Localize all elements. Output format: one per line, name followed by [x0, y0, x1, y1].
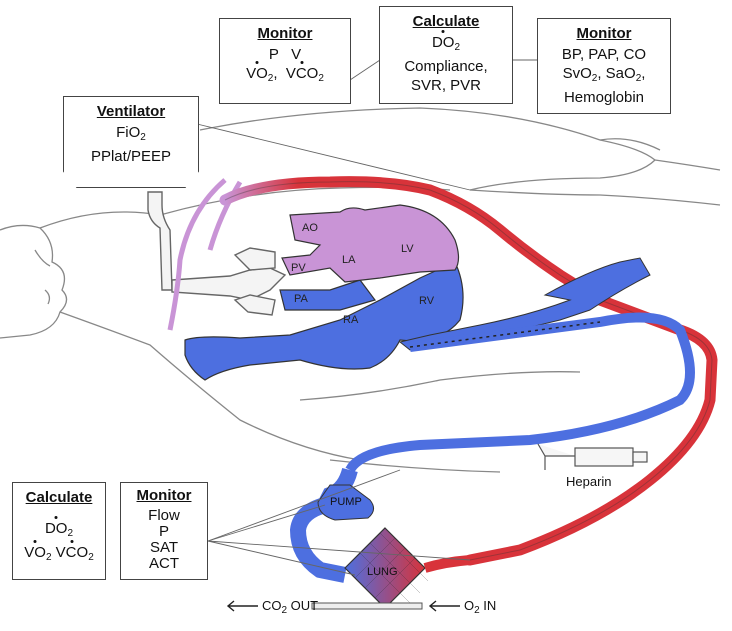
pv-label: PV — [291, 262, 306, 274]
co2-arrow — [226, 600, 258, 612]
vo2-vco2-bottom-label: VO2 VCO2 — [24, 544, 94, 563]
svo2-sao2-label: SvO2, SaO2, — [562, 65, 646, 84]
airway — [147, 191, 287, 316]
pplat-peep-label: PPlat/PEEP — [90, 148, 172, 165]
p-v-label: P V — [268, 46, 302, 63]
lv-label: LV — [401, 243, 414, 255]
calculate-top-box: Calculate DO2 Compliance, SVR, PVR — [379, 6, 513, 104]
monitor-bottom-title: Monitor — [136, 487, 192, 504]
oxygenator — [344, 527, 471, 609]
la-label: LA — [342, 254, 356, 266]
patient-head — [34, 249, 51, 305]
lung-label: LUNG — [367, 566, 398, 578]
patient-outline — [0, 107, 721, 473]
calculate-bottom-box: Calculate DO2 VO2 VCO2 — [12, 482, 106, 580]
rv-label: RV — [419, 295, 435, 307]
ventilator-box: Ventilator FiO2 PPlat/PEEP — [63, 96, 199, 188]
pump-circuit — [289, 467, 374, 583]
hemoglobin-label: Hemoglobin — [563, 89, 645, 106]
monitor-top-box: Monitor P V VO2, VCO2 — [219, 18, 351, 104]
venous-cannula — [398, 257, 651, 351]
neck-arteries — [167, 178, 243, 331]
flow-label: Flow — [148, 507, 180, 524]
o2-in-label: O2 IN — [464, 598, 497, 616]
vo2-vco2-label: VO2, VCO2 — [246, 65, 324, 84]
ra-label: RA — [343, 314, 359, 326]
fio2-label: FiO2 — [116, 124, 146, 143]
monitor-top-title: Monitor — [257, 25, 313, 42]
gas-line — [311, 602, 423, 610]
heparin-syringe-icon — [537, 443, 648, 470]
monitor-right-box: Monitor BP, PAP, CO SvO2, SaO2, Hemoglob… — [537, 18, 671, 114]
bp-pap-co-label: BP, PAP, CO — [561, 46, 647, 63]
heparin-label: Heparin — [566, 474, 612, 489]
ventilator-title: Ventilator — [96, 103, 166, 120]
calculate-bottom-title: Calculate — [25, 489, 93, 506]
do2-label: DO2 — [431, 34, 461, 53]
ao-label: AO — [302, 222, 318, 234]
sat-label: SAT — [149, 539, 179, 556]
pressure-label: P — [158, 523, 169, 540]
act-label: ACT — [149, 555, 179, 572]
co2-out-label: CO2 OUT — [262, 598, 319, 616]
svr-pvr-label: SVR, PVR — [410, 77, 482, 94]
aorta — [219, 176, 718, 566]
monitor-right-title: Monitor — [576, 25, 632, 42]
compliance-label: Compliance, — [404, 58, 488, 75]
connector-lines — [196, 59, 540, 576]
calculate-top-title: Calculate — [412, 13, 480, 30]
heart-left — [281, 204, 460, 283]
o2-arrow — [428, 600, 460, 612]
do2-bottom-label: DO2 — [44, 520, 74, 539]
pa-label: PA — [294, 293, 308, 305]
pump-label: PUMP — [330, 496, 362, 508]
monitor-bottom-box: Monitor Flow P SAT ACT — [120, 482, 208, 580]
venous-system — [184, 261, 464, 381]
